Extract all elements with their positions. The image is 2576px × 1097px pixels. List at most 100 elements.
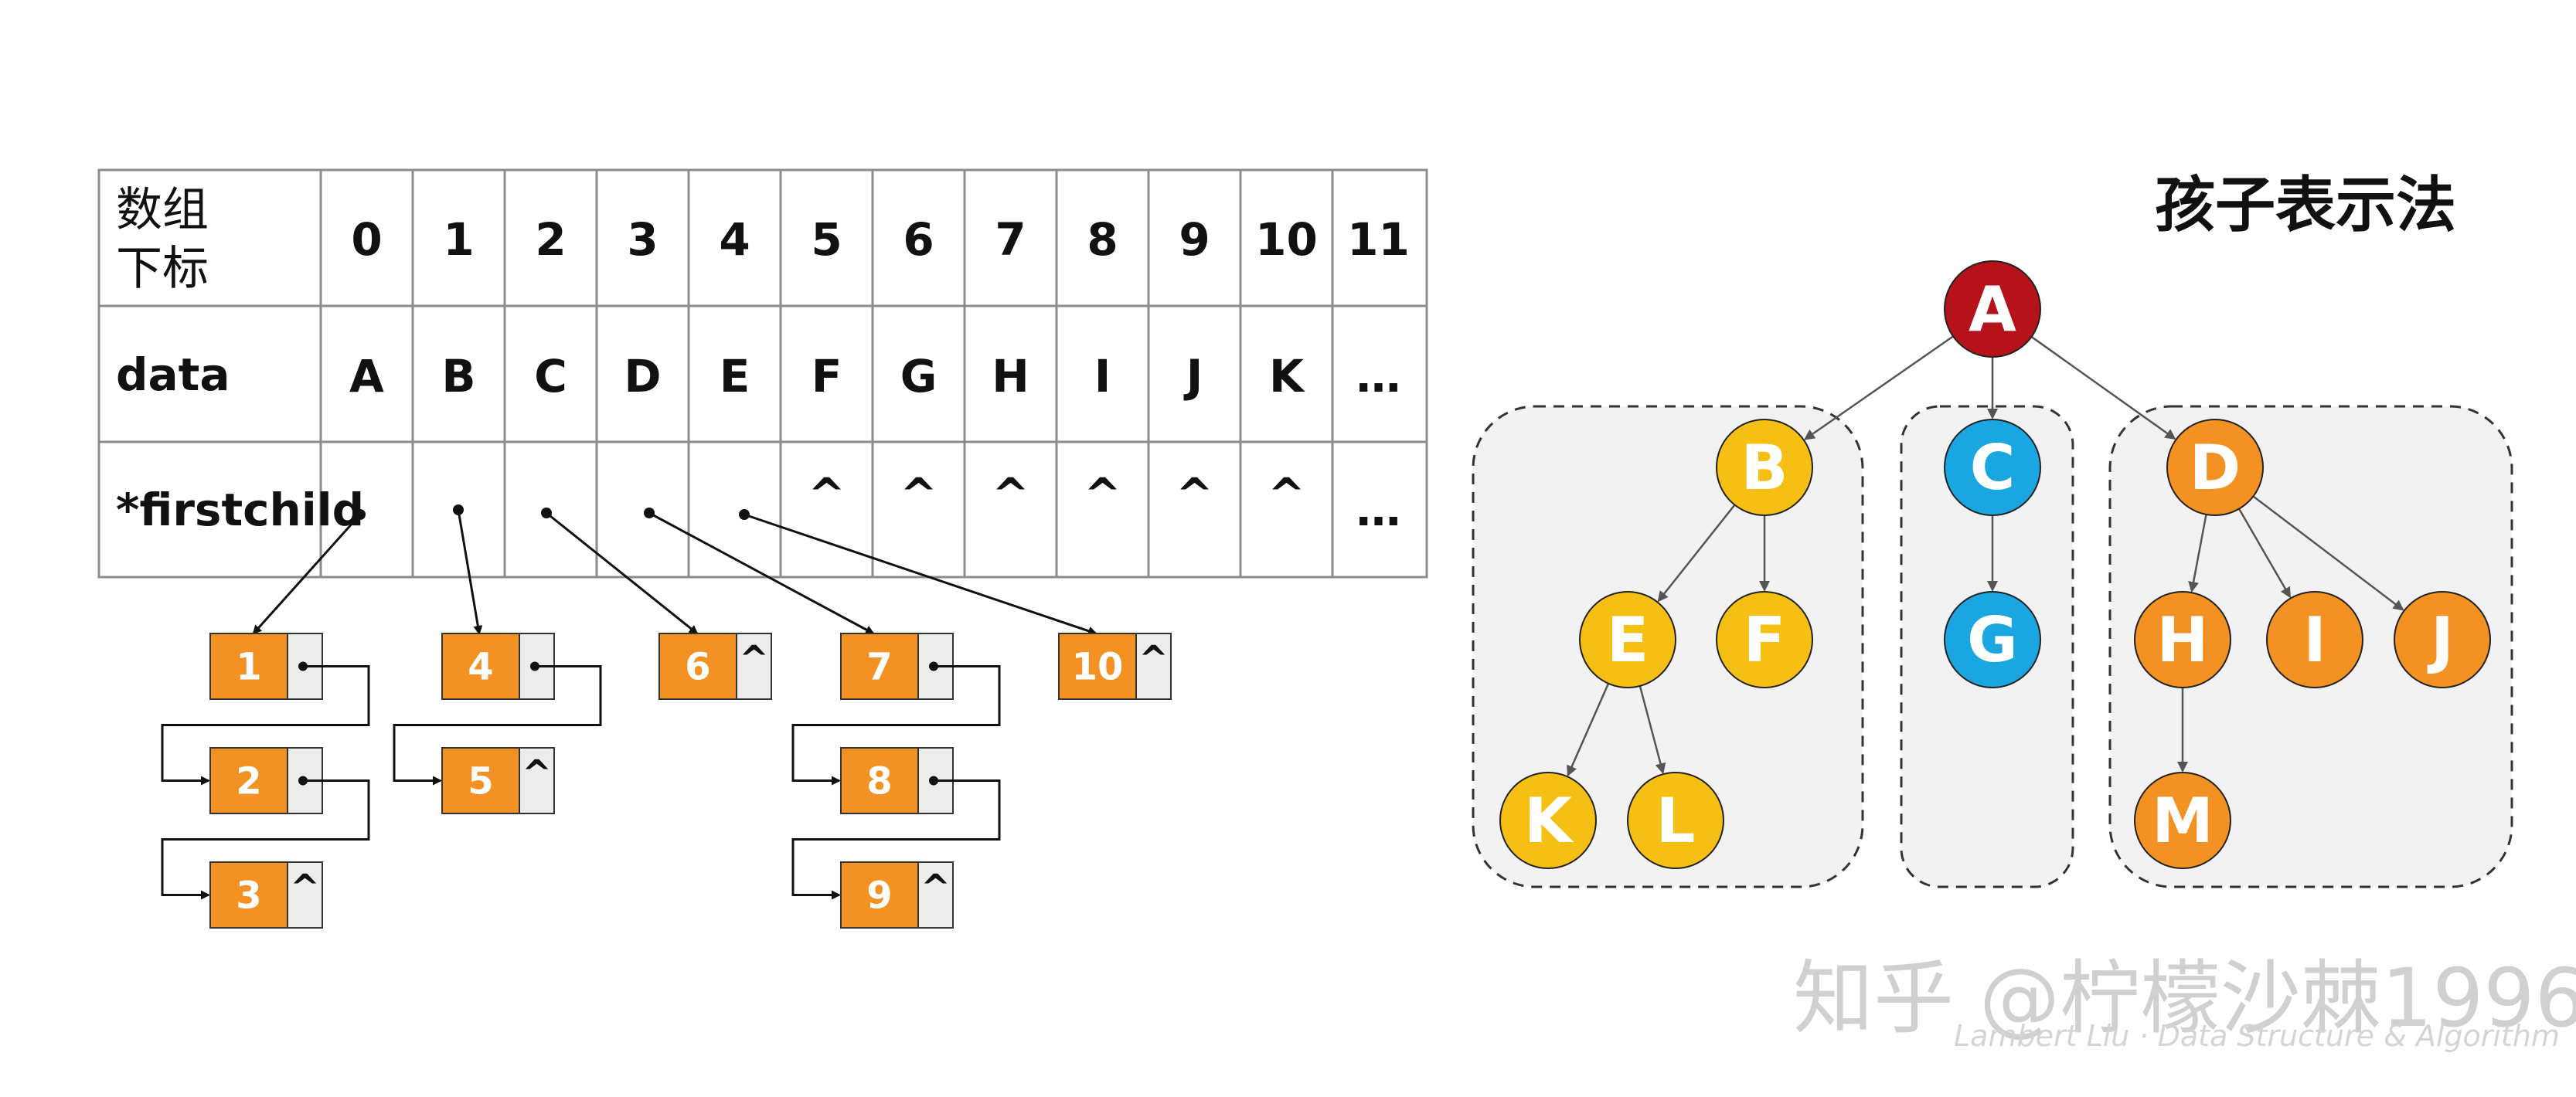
- tree-node-l: L: [1627, 772, 1724, 869]
- index-cell: 5: [811, 213, 842, 266]
- index-cell: 3: [627, 213, 658, 266]
- list-node-pointer: [736, 633, 772, 700]
- list-node-label: 9: [866, 875, 892, 918]
- tree-edge-d-h: [2188, 514, 2207, 593]
- tree-node-c: C: [1944, 419, 2041, 516]
- list-node-label: 6: [685, 646, 710, 689]
- data-cell: C: [534, 350, 567, 402]
- tree-node-circle: [1579, 591, 1676, 688]
- list-link: [161, 665, 370, 786]
- tree-node-m: M: [2134, 772, 2231, 869]
- tree-node-label: B: [1741, 432, 1788, 504]
- tree-node-label: M: [2152, 785, 2214, 857]
- index-cell: 10: [1255, 213, 1318, 266]
- tree-edge-a-b: [1803, 335, 1954, 440]
- list-node-data: [840, 633, 919, 700]
- list-node-label: 7: [866, 646, 892, 689]
- data-cell: E: [720, 350, 750, 402]
- firstchild-cell: …: [1356, 484, 1401, 536]
- list-link: [791, 779, 1001, 900]
- tree-node-circle: [1944, 419, 2041, 516]
- tree-node-b: B: [1716, 419, 1813, 516]
- tree-node-a: A: [1944, 260, 2041, 358]
- tree-node-label: J: [2427, 604, 2454, 676]
- data-cell: A: [349, 350, 384, 402]
- tree-node-label: I: [2303, 604, 2326, 676]
- index-cell: 11: [1347, 213, 1410, 266]
- list-node-label: 1: [236, 646, 261, 689]
- tree-node-circle: [1944, 591, 2041, 688]
- list-node-label: 8: [866, 760, 892, 803]
- list-node-data: [209, 747, 288, 814]
- firstchild-cell: ^: [1176, 468, 1213, 521]
- firstchild-cell: ^: [1084, 468, 1121, 521]
- tree-edges: [1567, 335, 2404, 777]
- index-cell: 6: [903, 213, 934, 266]
- tree-node-label: H: [2157, 604, 2209, 676]
- tree-node-label: L: [1656, 785, 1696, 857]
- list-node-label: 5: [468, 760, 493, 803]
- header-label-line2: 下标: [116, 242, 209, 296]
- data-row-label: data: [116, 348, 230, 401]
- list-null-mark: ^: [522, 752, 552, 794]
- data-cell: B: [441, 350, 475, 402]
- data-cell: J: [1183, 350, 1203, 402]
- list-node-pointer: [917, 861, 954, 929]
- list-node-label: 4: [468, 646, 493, 689]
- tree-node-circle: [2134, 591, 2231, 688]
- firstchild-cell: ^: [992, 468, 1029, 521]
- tree-edge-a-d: [2030, 335, 2176, 440]
- tree-node-circle: [1944, 260, 2041, 358]
- child-linked-lists: 123^45^6^789^10^: [161, 633, 1172, 929]
- list-node-pointer: [1135, 633, 1172, 700]
- data-cell: G: [900, 350, 938, 402]
- tree-node-f: F: [1716, 591, 1813, 688]
- list-node-pointer: [519, 747, 555, 814]
- list-link: [393, 665, 602, 786]
- tree-edge-e-k: [1567, 683, 1610, 777]
- tree-edge-d-j: [2252, 495, 2404, 611]
- data-cell: I: [1094, 350, 1111, 402]
- index-cell: 1: [443, 213, 474, 266]
- tree-node-label: E: [1607, 604, 1649, 676]
- tree-node-circle: [2166, 419, 2264, 516]
- header-label-line1: 数组: [116, 183, 209, 237]
- list-node-data: [1058, 633, 1137, 700]
- list-node-data: [658, 633, 737, 700]
- firstchild-cell: ^: [1268, 468, 1305, 521]
- tree-node-d: D: [2166, 419, 2264, 516]
- tree-node-label: F: [1744, 604, 1786, 676]
- index-cell: 9: [1179, 213, 1210, 266]
- list-node-pointer: [287, 861, 323, 929]
- tree-node-g: G: [1944, 591, 2041, 688]
- list-node-label: 2: [236, 760, 261, 803]
- index-cell: 4: [719, 213, 750, 266]
- tree-node-label: A: [1969, 273, 2016, 345]
- linked-list-2: 4 5 ^: [393, 633, 602, 814]
- array-pointers: [252, 509, 1097, 636]
- list-node-label: 3: [236, 875, 261, 918]
- list-node-data: [441, 747, 520, 814]
- tree-node-j: J: [2394, 591, 2491, 688]
- linked-list-4: 7 8 9 ^: [791, 633, 1001, 929]
- list-null-mark: ^: [920, 867, 951, 909]
- list-null-mark: ^: [1138, 638, 1169, 680]
- tree-node-h: H: [2134, 591, 2231, 688]
- index-cell: 8: [1087, 213, 1118, 266]
- pointer-4: [744, 513, 1097, 636]
- linked-list-3: 6^: [658, 633, 772, 700]
- firstchild-row-label: *firstchild: [116, 484, 364, 536]
- tree-edge-b-e: [1657, 504, 1736, 603]
- tree-node-label: C: [1970, 432, 2016, 504]
- tree-node-label: G: [1967, 604, 2018, 676]
- pointer-1: [457, 509, 483, 635]
- diagram-title: 孩子表示法: [2155, 171, 2456, 240]
- pointer-2: [546, 511, 699, 635]
- linked-list-5: 10^: [1058, 633, 1172, 700]
- tree-node-circle: [2266, 591, 2363, 688]
- tree-node-i: I: [2266, 591, 2363, 688]
- tree-node-circle: [2394, 591, 2491, 688]
